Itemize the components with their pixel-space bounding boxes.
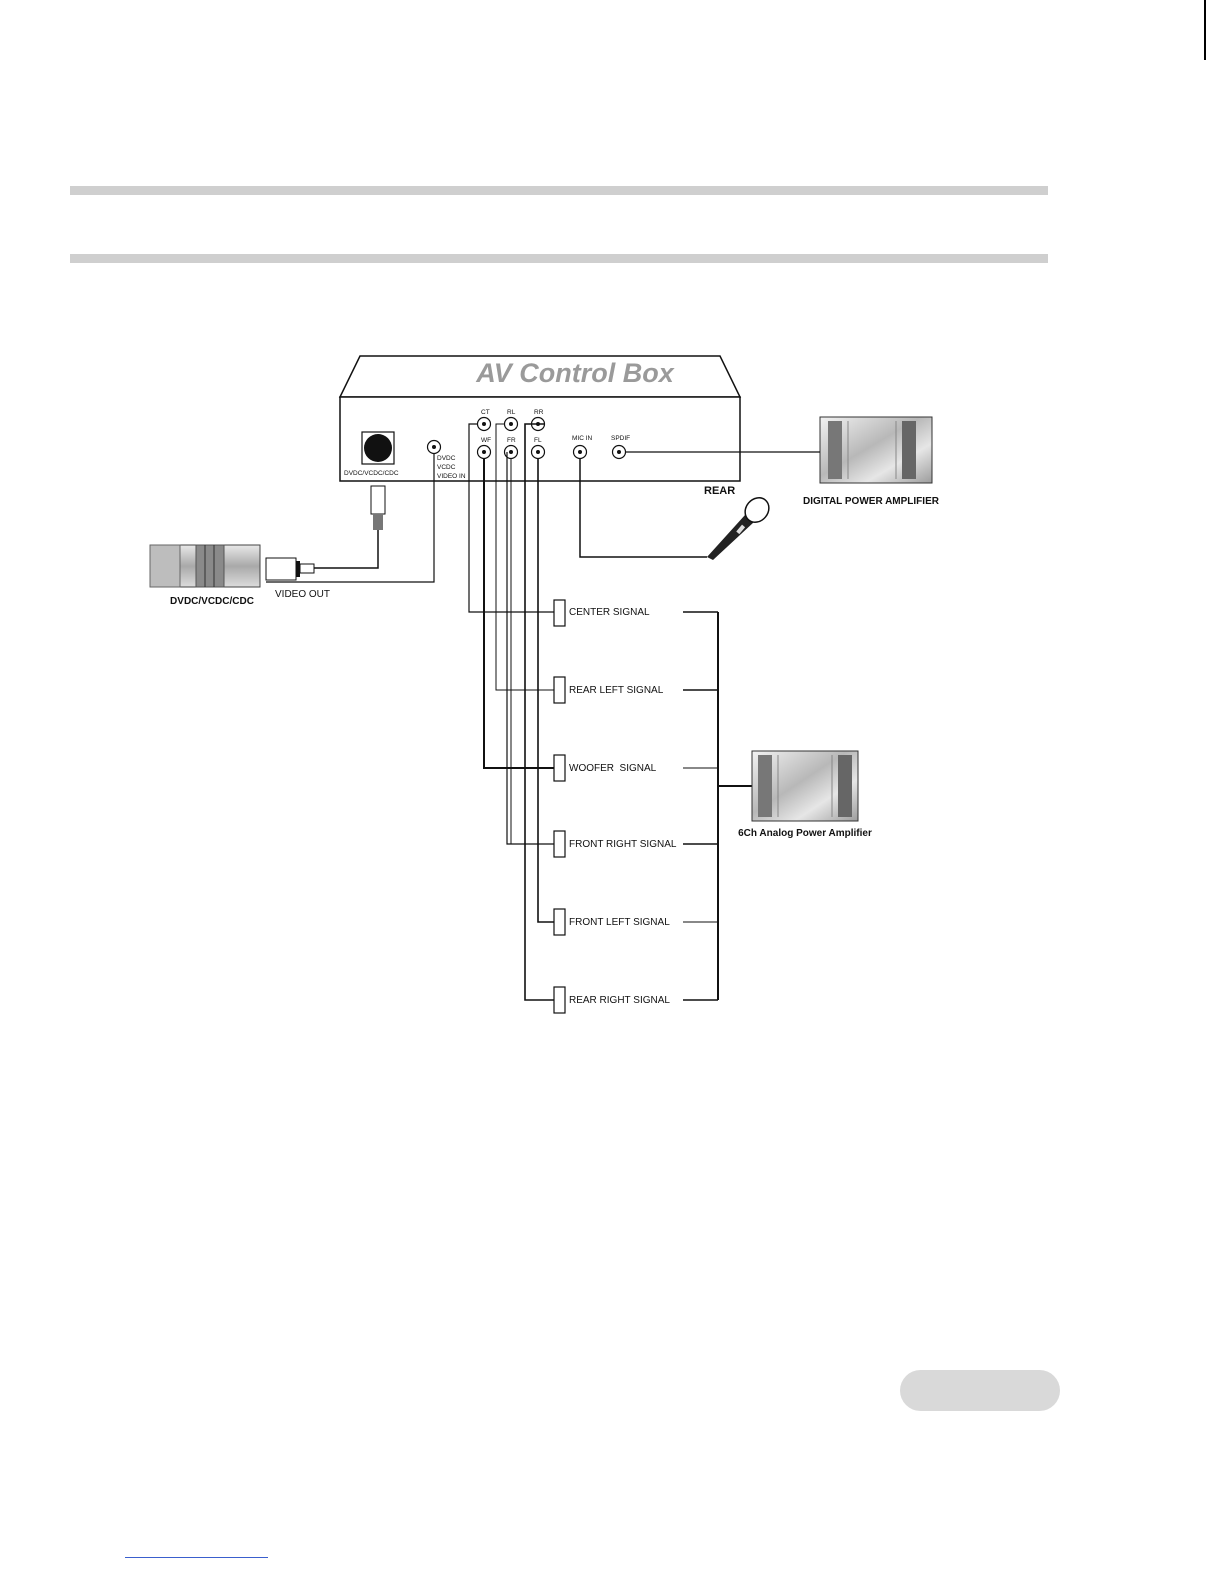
page-number-badge (900, 1370, 1060, 1411)
box-title: AV Control Box (475, 358, 674, 388)
jack-fl (532, 446, 545, 459)
signal-center: CENTER SIGNAL (554, 600, 718, 626)
signal-label: REAR LEFT SIGNAL (569, 685, 664, 696)
jack-label-fr: FR (507, 437, 516, 444)
jack-label-rr: RR (534, 409, 544, 416)
jack-rl (505, 418, 518, 431)
video-in-label-2: VCDC (437, 464, 456, 471)
signal-woofer: WOOFER SIGNAL (554, 755, 718, 781)
microphone-icon (707, 493, 774, 560)
footer-link-underline (125, 1557, 268, 1558)
jack-mic-in (574, 446, 587, 459)
signal-label: CENTER SIGNAL (569, 607, 650, 618)
av-control-box: AV Control Box REAR DVDC/VCDC/CDC DVDC V… (340, 356, 740, 497)
signal-front-left: FRONT LEFT SIGNAL (554, 909, 718, 935)
dvd-data-cable (314, 530, 378, 568)
digital-amp-label: DIGITAL POWER AMPLIFIER (803, 496, 940, 507)
jack-wf (478, 446, 491, 459)
analog-power-amplifier: 6Ch Analog Power Amplifier (738, 751, 872, 839)
rear-label: REAR (704, 485, 735, 497)
analog-amp-label: 6Ch Analog Power Amplifier (738, 828, 872, 839)
jack-label-ct: CT (481, 409, 490, 416)
jack-spdif (613, 446, 626, 459)
dvd-player: DVDC/VCDC/CDC (150, 545, 260, 607)
jack-label-rl: RL (507, 409, 516, 416)
video-in-label-3: VIDEO IN (437, 473, 466, 480)
signal-wires (469, 424, 554, 1000)
dvd-player-label: DVDC/VCDC/CDC (170, 596, 254, 607)
video-in-label-1: DVDC (437, 455, 456, 462)
signal-label: FRONT RIGHT SIGNAL (569, 839, 677, 850)
jack-label-wf: WF (481, 437, 491, 444)
wire-woofer (484, 459, 554, 768)
jack-label-mic: MIC IN (572, 435, 593, 442)
rca-plug-icon (266, 558, 314, 580)
signal-label: WOOFER SIGNAL (569, 763, 657, 774)
digital-power-amplifier: DIGITAL POWER AMPLIFIER (803, 417, 940, 507)
wire-rear-right (525, 424, 554, 1000)
jack-label-spdif: SPDIF (611, 435, 630, 442)
video-out-label: VIDEO OUT (275, 589, 330, 600)
dvd-port-label: DVDC/VCDC/CDC (344, 470, 399, 477)
signal-front-right: FRONT RIGHT SIGNAL (554, 831, 718, 857)
signal-rear-right: REAR RIGHT SIGNAL (554, 987, 718, 1013)
signal-rear-left: REAR LEFT SIGNAL (554, 677, 718, 703)
signal-label: FRONT LEFT SIGNAL (569, 917, 670, 928)
wire-front-right-thin (507, 452, 554, 844)
dvd-connector-plug (371, 486, 385, 530)
jack-label-fl: FL (534, 437, 542, 444)
jack-ct (478, 418, 491, 431)
dvd-port-connector (364, 434, 392, 462)
signal-label: REAR RIGHT SIGNAL (569, 995, 670, 1006)
